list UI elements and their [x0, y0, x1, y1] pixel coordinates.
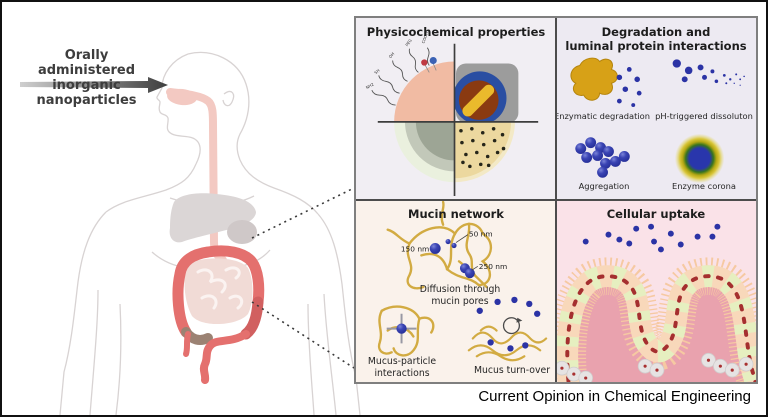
magnifier-callout-lines — [251, 187, 355, 369]
surface-label: PEG — [404, 38, 413, 47]
enzyme-corona-icon — [674, 133, 725, 184]
enzyme-blob-icon — [570, 57, 618, 101]
panel-title: Degradation and luminal protein interact… — [565, 25, 747, 53]
panel-physicochemical: PEG OH SH NH2 COOH — [356, 18, 556, 200]
quadrant-axes — [377, 43, 539, 197]
caption-mucus-turnover: Mucus turn-over — [473, 365, 551, 376]
mucus-turnover-icon — [467, 296, 548, 362]
small-intestine — [184, 258, 253, 325]
caption-aggregation: Aggregation — [578, 181, 630, 191]
surface-label: COOH — [421, 31, 430, 44]
ph-dissolution-icon — [672, 59, 745, 86]
panel-mucin: 150 nm 50 nm 250 nm — [356, 200, 556, 382]
intro-line-2: inorganic nanoparticles — [36, 77, 137, 108]
size-label-250nm: 250 nm — [479, 262, 507, 271]
caption-ph-dissolution: pH-triggered dissoluton — [655, 111, 753, 121]
intro-label: Orally administered inorganic nanopartic… — [14, 48, 159, 109]
grid-divider-horizontal — [356, 199, 756, 201]
surface-label: OH — [388, 51, 396, 59]
mucin-mesh-icon — [386, 200, 493, 290]
panel-degradation: Degradation and luminal protein interact… — [556, 18, 756, 200]
size-label-150nm: 150 nm — [401, 244, 429, 253]
crypt-base-cells — [556, 352, 754, 382]
intro-line-1: Orally administered — [37, 48, 136, 78]
surface-label: NH2 — [365, 81, 375, 90]
panel-title: Cellular uptake — [606, 207, 706, 221]
caption-mucus-particle: Mucus-particle interactions — [367, 356, 437, 379]
diffusing-nanoparticles — [429, 234, 479, 279]
administration-arrow-icon — [20, 77, 168, 93]
size-quadrant — [394, 121, 455, 183]
stomach — [227, 220, 257, 244]
panel-grid: PEG OH SH NH2 COOH — [354, 16, 758, 384]
mucus-particle-icon — [377, 305, 435, 357]
porosity-quadrant — [454, 121, 515, 183]
degraded-fragments-dots — [616, 67, 642, 108]
caption-enzymatic-degradation: Enzymatic degradation — [556, 111, 651, 121]
surface-label: SH — [373, 68, 380, 75]
caption-diffusion: Diffusion through mucin pores — [419, 284, 501, 307]
villi-illustration — [556, 223, 756, 382]
body-illustration — [20, 51, 361, 415]
cell-nuclei — [565, 274, 756, 382]
panel-title: Mucin network — [408, 207, 504, 221]
ligand-pins — [421, 56, 437, 73]
aggregation-icon — [575, 137, 630, 178]
luminal-nanoparticles — [582, 223, 721, 253]
core-shape-quadrant — [454, 63, 519, 122]
physicochemical-quadrant-icon: PEG OH SH NH2 COOH — [365, 31, 539, 197]
size-label-50nm: 50 nm — [469, 230, 493, 239]
panel-title: Physicochemical properties — [366, 25, 546, 39]
polymer-squiggles — [371, 47, 430, 106]
panel-cellular: Cellular uptake — [556, 200, 756, 382]
journal-caption: Current Opinion in Chemical Engineering — [478, 388, 751, 405]
liver — [169, 193, 256, 243]
caption-enzyme-corona: Enzyme corona — [672, 181, 736, 191]
particle-interaction-spikes — [386, 313, 417, 344]
